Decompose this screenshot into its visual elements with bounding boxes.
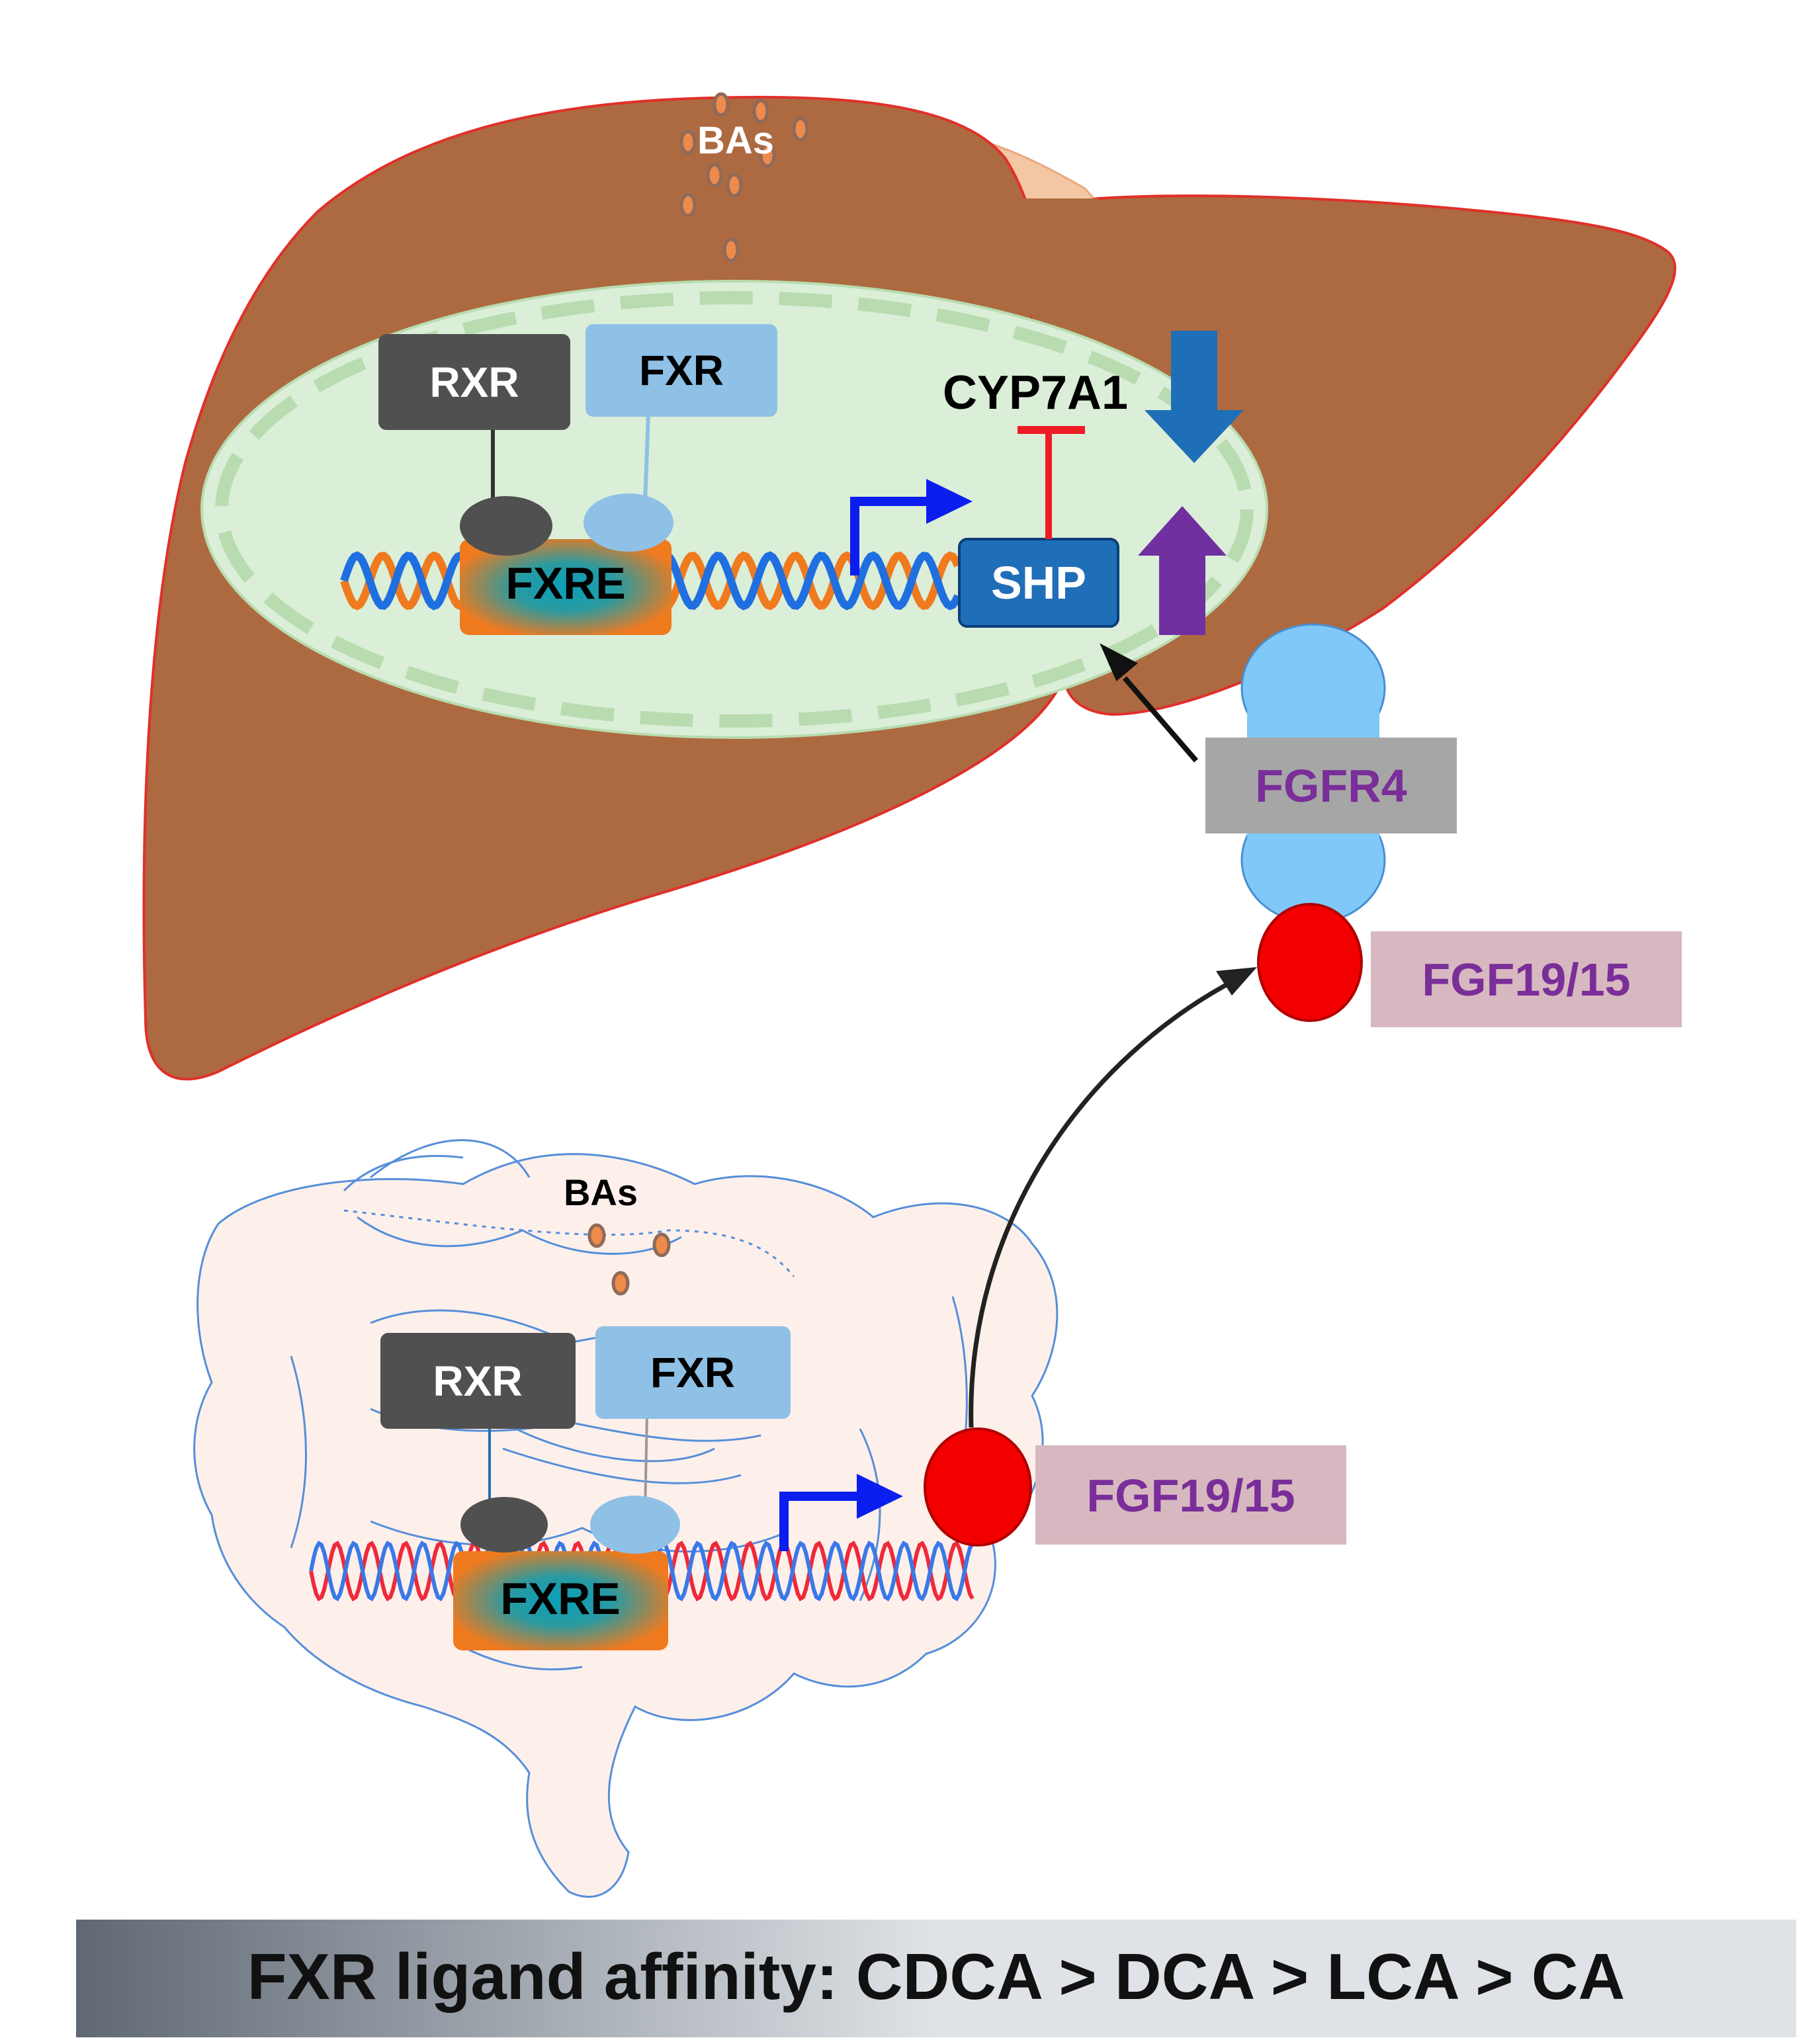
liver-fxr-box: [585, 324, 777, 417]
footer-banner: FXR ligand affinity: CDCA > DCA > LCA > …: [76, 1920, 1796, 2037]
intestine-transcription-arrow: [779, 1474, 903, 1551]
intestine-fxre-label: FXRE: [500, 1574, 620, 1624]
shp-box: [958, 538, 1119, 628]
intestine-rxr-dbd: [460, 1497, 548, 1552]
fgf-secretion-arrow: [969, 967, 1257, 1428]
intestine-fxr-dbd: [590, 1496, 680, 1554]
liver-fxr-label: FXR: [639, 347, 724, 394]
cyp7a1-down-arrow: [1145, 331, 1244, 463]
cyp7a1-label: CYP7A1: [943, 366, 1128, 419]
fgfr4-label: FGFR4: [1255, 760, 1407, 812]
liver-bile-acids: BAs: [679, 92, 809, 335]
liver-rxr-box: [378, 334, 570, 430]
intestine-fxr-box: [595, 1326, 791, 1419]
shp-up-arrow: [1138, 506, 1227, 635]
footer-text: FXR ligand affinity: CDCA > DCA > LCA > …: [247, 1940, 1625, 2013]
shp: SHP: [958, 538, 1119, 628]
liver-rxr-label: RXR: [429, 359, 519, 406]
liver-fgf19: FGF19/15: [1257, 903, 1682, 1027]
liver-fgf-label: FGF19/15: [1422, 954, 1630, 1005]
liver-fgf-ball: [1257, 903, 1363, 1022]
intestine-fxre-box: [453, 1551, 668, 1650]
shp-label: SHP: [991, 557, 1086, 609]
intestine-bas-label: BAs: [564, 1171, 638, 1213]
liver-transcription-arrow: [850, 479, 973, 575]
liver-fxr-dbd: [584, 493, 673, 552]
liver-fgf-box: [1371, 931, 1682, 1027]
liver-fxre-complex: FXRE RXR FXR: [378, 324, 777, 635]
intestine-fgf-label: FGF19/15: [1086, 1470, 1295, 1521]
intestine-bile-acids: BAs: [564, 1171, 671, 1296]
intestine-fgf-ball: [924, 1427, 1032, 1547]
fgfr4-to-shp-arrow: [1100, 643, 1199, 763]
cyp7a1-inhibition: CYP7A1: [943, 366, 1128, 539]
intestine-fgf19: FGF19/15: [924, 1427, 1346, 1547]
liver-rxr-dbd: [460, 496, 552, 556]
intestine-fxre-complex: FXRE RXR FXR: [380, 1326, 791, 1650]
intestine-fgf-box: [1035, 1445, 1346, 1545]
liver-bas-label: BAs: [697, 119, 774, 162]
fgfr4-receptor: FGFR4: [1205, 623, 1457, 924]
liver-fxre-box: [460, 539, 672, 635]
fgfr4-box: [1205, 738, 1457, 833]
liver-fxre-label: FXRE: [505, 558, 625, 609]
intestine-rxr-label: RXR: [433, 1357, 522, 1405]
intestine-fxr-label: FXR: [650, 1349, 735, 1396]
intestine-rxr-box: [380, 1333, 576, 1429]
